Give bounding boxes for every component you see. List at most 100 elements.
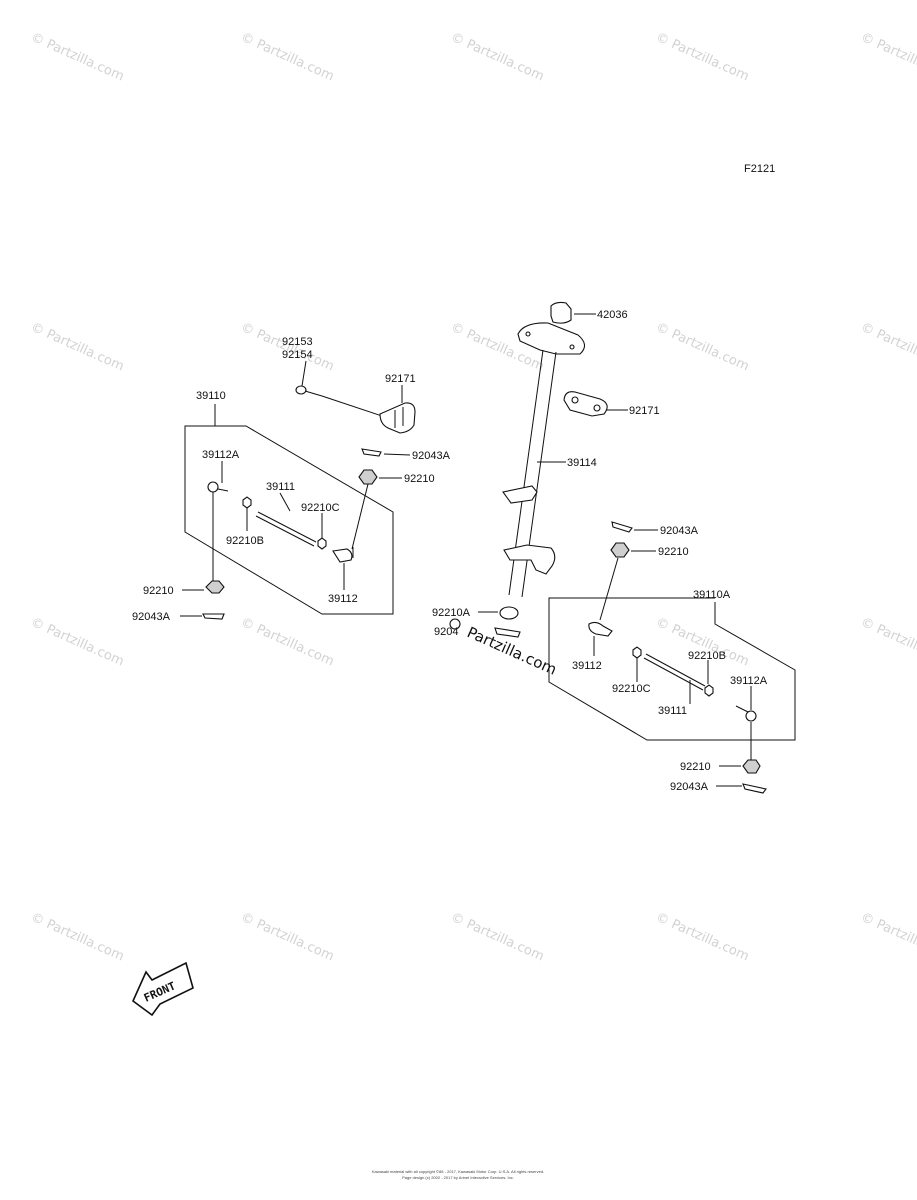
leader: [599, 557, 619, 621]
nut-92210B-left-part: [242, 496, 252, 509]
watermark: © Partzilla.com: [653, 320, 751, 375]
watermark: © Partzilla.com: [448, 910, 546, 965]
leader: [383, 453, 411, 456]
washer-9204x-part: [449, 618, 461, 630]
steering-shaft-assembly: [502, 301, 628, 598]
rod-39111-left-part: [257, 511, 317, 543]
rod-39111-left-part: [255, 515, 315, 547]
leader: [279, 492, 291, 512]
callout-39110[interactable]: 39110: [196, 390, 226, 402]
callout-92210-mid[interactable]: 92210: [658, 546, 689, 558]
watermarks: © Partzilla.com © Partzilla.com © Partzi…: [28, 30, 917, 965]
nut-92210C-right-part: [632, 646, 642, 659]
callout-39112-left[interactable]: 39112: [328, 593, 358, 605]
callout-39111-right[interactable]: 39111: [658, 705, 687, 717]
callout-92154[interactable]: 92154: [282, 349, 313, 361]
clamp-92171-left-part: [379, 402, 416, 434]
cotter-pin-9204x-part: [494, 627, 521, 638]
callout-39112A-right[interactable]: 39112A: [730, 675, 768, 687]
callout-92210-left[interactable]: 92210: [143, 585, 174, 597]
callout-42036[interactable]: 42036: [597, 309, 628, 321]
rod-39111-right-part: [643, 657, 704, 691]
callout-92210B-right[interactable]: 92210B: [688, 650, 726, 662]
tie-rod-end-39112A-left-part: [207, 481, 219, 493]
callout-92043A-mid[interactable]: 92043A: [660, 525, 699, 537]
shaft-pitman-arm: [503, 544, 556, 575]
callout-92043A-left[interactable]: 92043A: [132, 611, 171, 623]
clamp-92171-right-part: [563, 391, 608, 417]
watermark: © Partzilla.com: [858, 910, 917, 965]
design-credit-line: Page design (c) 2002 - 2017 by Arinet In…: [402, 1175, 514, 1180]
middle-parts: [449, 521, 658, 638]
nut-92210-top-part: [358, 469, 378, 485]
nut-92210C-left-part: [317, 537, 327, 550]
right-tie-rod-assembly: [548, 557, 796, 794]
callout-92210C-right[interactable]: 92210C: [612, 683, 651, 695]
callout-9204x[interactable]: 9204: [434, 626, 458, 638]
callout-92210A[interactable]: 92210A: [432, 607, 471, 619]
watermark: © Partzilla.com: [28, 30, 126, 85]
clamp-hole: [593, 404, 601, 412]
clamp-hole: [571, 396, 579, 404]
plate-hole: [525, 331, 531, 337]
watermark: © Partzilla.com: [28, 320, 126, 375]
assembly-bracket-39110: [184, 404, 394, 615]
tie-rod-end-39112-right-part: [588, 621, 613, 637]
callout-92043A-top[interactable]: 92043A: [412, 450, 451, 462]
watermark: © Partzilla.com: [28, 615, 126, 670]
watermark: © Partzilla.com: [448, 30, 546, 85]
watermark: © Partzilla.com: [858, 615, 917, 670]
bushing-42036-part: [550, 301, 572, 324]
callout-39111-left[interactable]: 39111: [266, 481, 295, 493]
copyright-line: Kawasaki material with all copyright ©88…: [372, 1169, 544, 1174]
watermark: © Partzilla.com: [858, 30, 917, 85]
nut-92210A-part: [499, 606, 519, 620]
stud: [735, 705, 749, 713]
bolt-shaft: [304, 390, 323, 397]
callout-39112A-left[interactable]: 39112A: [202, 449, 240, 461]
cotter-pin-92043A-mid-part: [611, 521, 633, 533]
footer: Kawasaki material with all copyright ©88…: [372, 1169, 544, 1180]
tie-rod-end-39112A-right-part: [745, 710, 757, 722]
nut-92210-mid-part: [610, 542, 630, 558]
stud: [217, 488, 229, 492]
callout-39110A[interactable]: 39110A: [693, 589, 731, 601]
callout-92153[interactable]: 92153: [282, 336, 313, 348]
front-direction-indicator: FRONT: [132, 961, 194, 1017]
cotter-pin-92043A-bottom-part: [742, 783, 767, 794]
shaft-mid-bracket: [502, 485, 538, 504]
callout-92210-bottom[interactable]: 92210: [680, 761, 711, 773]
left-tie-rod-assembly: [180, 360, 416, 620]
nut-92210-left-part: [205, 580, 225, 594]
leader: [351, 483, 369, 550]
front-arrow-icon: [132, 961, 194, 1017]
watermark: © Partzilla.com: [653, 30, 751, 85]
plate-hole: [569, 344, 575, 350]
figure-id: F2121: [744, 163, 775, 175]
shaft-top-plate: [517, 322, 586, 355]
watermark: © Partzilla.com: [238, 30, 336, 85]
rod-39111-right-part: [645, 653, 706, 687]
assembly-bracket-39110A: [548, 597, 796, 741]
leader: [301, 360, 307, 387]
callout-92210C-left[interactable]: 92210C: [301, 502, 340, 514]
watermark: © Partzilla.com: [858, 320, 917, 375]
callout-92171-left[interactable]: 92171: [385, 373, 416, 385]
callout-92210B-left[interactable]: 92210B: [226, 535, 264, 547]
callout-92171-right[interactable]: 92171: [629, 405, 660, 417]
callout-labels: 92153 92154 92171 39110 92043A 39112A 92…: [132, 309, 768, 793]
cotter-pin-92043A-left-part: [202, 613, 225, 620]
callout-92210-top[interactable]: 92210: [404, 473, 435, 485]
cotter-pin-92043A-top-part: [361, 448, 382, 457]
cable-line: [321, 395, 389, 419]
nut-92210-bottom-part: [742, 759, 761, 774]
watermark: © Partzilla.com: [28, 910, 126, 965]
callout-39114[interactable]: 39114: [567, 457, 597, 469]
watermark: © Partzilla.com: [238, 615, 336, 670]
watermark: © Partzilla.com: [238, 910, 336, 965]
callout-92043A-bottom[interactable]: 92043A: [670, 781, 709, 793]
watermark: © Partzilla.com: [653, 910, 751, 965]
bolt-92153-part: [295, 385, 307, 395]
callout-39112-right[interactable]: 39112: [572, 660, 602, 672]
